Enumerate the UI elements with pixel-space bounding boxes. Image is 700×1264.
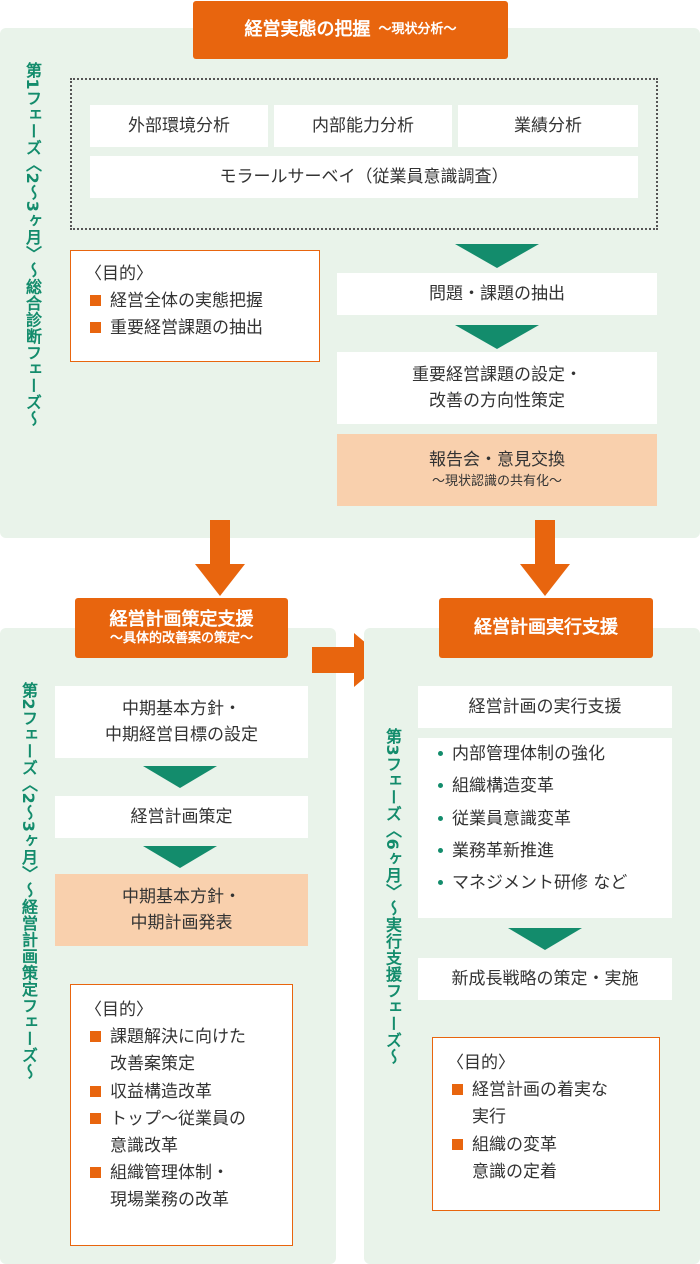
analysis-external: 外部環境分析 — [90, 105, 268, 147]
purpose-item: 組織管理体制・現場業務の改革 — [89, 1160, 278, 1214]
purpose-line: 収益構造改革 — [110, 1081, 212, 1102]
phase1-step-extract: 問題・課題の抽出 — [337, 273, 657, 315]
phase2-step-policy: 中期基本方針・ 中期経営目標の設定 — [55, 686, 308, 758]
phase3-step-growth: 新成長戦略の策定・実施 — [418, 958, 672, 1000]
step-line: 中期基本方針・ — [122, 886, 241, 907]
list-item: 内部管理体制の強化 — [438, 738, 605, 770]
purpose-item: 重要経営課題の抽出 — [89, 315, 305, 342]
phase3-bullet-list: 内部管理体制の強化 組織構造変革 従業員意識変革 業務革新推進 マネジメント研修… — [418, 738, 672, 918]
flow-triangle-icon — [455, 244, 539, 268]
report-sub: ～現状認識の共有化～ — [431, 473, 562, 489]
purpose-line: トップ～従業員の — [110, 1108, 246, 1129]
purpose-item: 経営計画の着実な実行 — [451, 1077, 645, 1131]
purpose-line: 現場業務の改革 — [110, 1190, 229, 1211]
analysis-internal: 内部能力分析 — [274, 105, 452, 147]
purpose-line: 実行 — [472, 1107, 506, 1128]
list-item: マネジメント研修 など — [438, 867, 627, 899]
list-item: 業務革新推進 — [438, 835, 554, 867]
step-line: 中期基本方針・ — [122, 698, 241, 719]
phase1-report: 報告会・意見交換 ～現状認識の共有化～ — [337, 434, 657, 506]
purpose-item: 収益構造改革 — [89, 1079, 278, 1106]
phase2-side-label: 第2フェーズ〈2～3ヶ月〉～経営計画策定フェーズ～ — [19, 682, 38, 1080]
purpose-line: 改善案策定 — [110, 1054, 195, 1075]
purpose-item: 経営全体の実態把握 — [89, 288, 305, 315]
purpose-title: 〈目的〉 — [447, 1053, 515, 1073]
flow-triangle-icon — [143, 766, 217, 788]
purpose-line: 意識改革 — [110, 1135, 178, 1156]
arrow-down-icon — [195, 520, 245, 596]
list-item: 従業員意識変革 — [438, 803, 571, 835]
purpose-line: 経営計画の着実な — [472, 1080, 608, 1101]
phase2-step-announce: 中期基本方針・ 中期計画発表 — [55, 874, 308, 946]
phase3-step-execute: 経営計画の実行支援 — [418, 686, 672, 728]
flow-triangle-icon — [455, 325, 539, 349]
analysis-performance: 業績分析 — [458, 105, 638, 147]
phase2-purpose: 〈目的〉 課題解決に向けた改善案策定 収益構造改革 トップ～従業員の意識改革 組… — [70, 984, 293, 1246]
purpose-line: 組織管理体制・ — [110, 1163, 229, 1184]
phase1-side-label: 第1フェーズ〈2～3ヶ月〉～総合診断フェーズ～ — [23, 62, 42, 427]
phase2-header-sub: ～具体的改善案の策定～ — [109, 631, 253, 647]
purpose-item: 組織の変革意識の定着 — [451, 1132, 645, 1186]
phase3-purpose: 〈目的〉 経営計画の着実な実行 組織の変革意識の定着 — [432, 1037, 660, 1211]
arrow-down-icon — [520, 520, 570, 596]
phase1-header-sub: ～現状分析～ — [378, 21, 457, 37]
flow-triangle-icon — [143, 846, 217, 868]
phase3-header-title: 経営計画実行支援 — [474, 616, 618, 638]
step-line: 改善の方向性策定 — [429, 391, 565, 411]
phase1-header-title: 経営実態の把握 — [244, 18, 371, 40]
phase1-step-issues: 重要経営課題の設定・ 改善の方向性策定 — [337, 352, 657, 424]
purpose-item: トップ～従業員の意識改革 — [89, 1106, 278, 1160]
phase3-header: 経営計画実行支援 — [439, 598, 653, 658]
step-line: 中期計画発表 — [130, 913, 233, 933]
phase2-header-title: 経営計画策定支援 — [109, 608, 254, 630]
phase1-purpose: 〈目的〉 経営全体の実態把握 重要経営課題の抽出 — [70, 250, 320, 362]
purpose-title: 〈目的〉 — [85, 1000, 153, 1020]
purpose-line: 組織の変革 — [472, 1134, 557, 1155]
morale-survey: モラールサーベイ（従業員意識調査） — [90, 156, 638, 198]
purpose-line: 課題解決に向けた — [110, 1027, 246, 1048]
phase2-header: 経営計画策定支援 ～具体的改善案の策定～ — [75, 598, 288, 658]
flow-triangle-icon — [508, 928, 582, 950]
purpose-item: 課題解決に向けた改善案策定 — [89, 1024, 278, 1078]
step-line: 重要経営課題の設定・ — [412, 364, 582, 385]
phase2-step-planning: 経営計画策定 — [55, 796, 308, 838]
purpose-title: 〈目的〉 — [85, 264, 153, 284]
phase1-header: 経営実態の把握 ～現状分析～ — [193, 1, 508, 59]
step-line: 中期経営目標の設定 — [105, 725, 258, 745]
analysis-group — [70, 78, 658, 230]
report-title: 報告会・意見交換 — [429, 450, 565, 471]
phase3-side-label: 第3フェーズ〈6ヶ月〉～実行支援フェーズ～ — [383, 728, 402, 1065]
purpose-line: 意識の定着 — [472, 1161, 557, 1182]
list-item: 組織構造変革 — [438, 770, 554, 802]
